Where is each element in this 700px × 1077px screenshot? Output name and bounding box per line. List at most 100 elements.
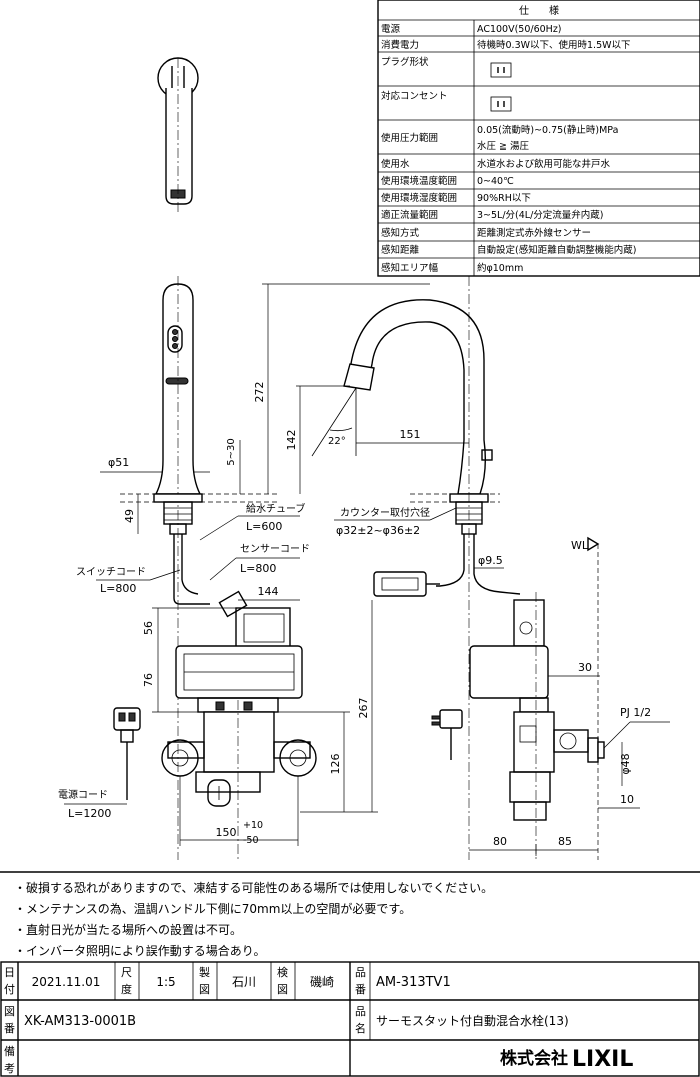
checked-label-1: 検 [277, 965, 288, 979]
dim-272: 272 [253, 382, 266, 403]
note-item: ・インバータ照明により誤作動する場合あり。 [14, 943, 266, 958]
spec-label: 使用圧力範囲 [381, 132, 438, 144]
dim-wl: WL [571, 539, 589, 552]
dim-80: 80 [493, 835, 507, 848]
dim-phi51: φ51 [108, 456, 129, 469]
note-item: ・破損する恐れがありますので、凍結する可能性のある場所では使用しないでください。 [14, 880, 493, 895]
dim-144: 144 [258, 585, 279, 598]
dim-142: 142 [285, 430, 298, 451]
spec-value: 0~40℃ [477, 176, 514, 187]
supply-tube-label: 給水チューブ [246, 502, 305, 515]
switch-cord-label: スイッチコード [76, 566, 146, 578]
front-view-faucet [120, 276, 280, 860]
dim-30: 30 [578, 661, 592, 674]
dim-phi48: φ48 [619, 753, 632, 774]
brand-logo: LIXIL [572, 1047, 633, 1072]
plug-shape-icon [490, 62, 512, 78]
spec-label: 使用環境温度範囲 [381, 175, 457, 187]
power-cord-label: 電源コード [58, 788, 108, 801]
dim-150-tol-minus: -50 [243, 835, 259, 846]
dim-angle: 22° [328, 436, 346, 447]
top-view [157, 57, 199, 214]
spec-label: 適正流量範囲 [381, 209, 438, 221]
drawing-no-value: XK-AM313-0001B [24, 1014, 136, 1029]
spec-value: 3~5L/分(4L/分定流量弁内蔵) [477, 209, 604, 221]
drawn-value: 石川 [232, 975, 256, 989]
supply-tube-length: L=600 [246, 520, 282, 533]
product-name-value: サーモスタット付自動混合水栓(13) [376, 1013, 569, 1028]
counter-hole-size: φ32±2~φ36±2 [336, 524, 420, 537]
dimensions: 272 142 151 22° φ51 5~30 49 56 76 144 26 [100, 283, 670, 856]
sensor-connector [373, 571, 440, 597]
callouts: 給水チューブ L=600 センサーコード L=800 スイッチコード L=800… [58, 502, 457, 820]
dim-85: 85 [558, 835, 572, 848]
spec-label: 使用水 [381, 158, 410, 170]
drawing-no-label-2: 番 [4, 1022, 15, 1035]
dim-151: 151 [400, 428, 421, 441]
spec-label: 消費電力 [381, 39, 419, 51]
date-label-2: 付 [4, 983, 15, 996]
title-block: 日 付 2021.11.01 尺 度 1:5 製 図 石川 検 図 磯崎 品 番… [0, 961, 700, 1077]
part-no-value: AM-313TV1 [376, 975, 451, 990]
remarks-label-2: 考 [4, 1062, 15, 1075]
dim-76: 76 [142, 673, 155, 687]
spec-value: 0.05(流動時)~0.75(静止時)MPa [477, 124, 618, 136]
side-control-box [431, 536, 605, 860]
date-label-1: 日 [4, 966, 15, 979]
part-no-label-1: 品 [355, 966, 366, 979]
checked-label-2: 図 [277, 983, 288, 996]
dim-phi9-5: φ9.5 [478, 554, 503, 567]
name-label-1: 品 [355, 1005, 366, 1018]
dim-5-30: 5~30 [226, 438, 237, 465]
note-item: ・直射日光が当たる場所への設置は不可。 [14, 922, 242, 937]
spec-value: 水道水および飲用可能な井戸水 [477, 158, 611, 170]
drawing-no-label-1: 図 [4, 1005, 15, 1018]
checked-value: 磯崎 [310, 975, 334, 989]
remarks-label-1: 備 [4, 1045, 15, 1058]
spec-label: 電源 [381, 24, 401, 35]
spec-label: 感知エリア幅 [381, 262, 439, 274]
spec-label: プラグ形状 [381, 56, 429, 68]
dim-126: 126 [329, 754, 342, 775]
spec-value: 自動設定(感知距離自動調整機能内蔵) [477, 244, 636, 256]
spec-label: 対応コンセント [381, 90, 448, 102]
note-item: ・メンテナンスの為、温調ハンドル下側に70mm以上の空間が必要です。 [14, 901, 411, 916]
control-box [161, 590, 317, 860]
spec-table-title: 仕 様 [519, 4, 559, 17]
spec-value: 距離測定式赤外線センサー [477, 227, 591, 239]
spec-value: 待機時0.3W以下、使用時1.5W以下 [477, 39, 631, 51]
spec-value: 90%RH以下 [477, 193, 531, 204]
drawn-label-2: 図 [199, 983, 210, 996]
scale-value: 1:5 [156, 975, 175, 989]
dim-10: 10 [620, 793, 634, 806]
power-cord-length: L=1200 [68, 807, 111, 820]
dim-pj: PJ 1/2 [620, 706, 651, 719]
spec-label: 感知方式 [381, 227, 420, 239]
dim-150: 150 [216, 826, 237, 839]
part-no-label-2: 番 [355, 983, 366, 996]
scale-label-2: 度 [121, 982, 132, 996]
drawn-label-1: 製 [199, 965, 210, 979]
dim-150-tol-plus: +10 [243, 820, 263, 831]
scale-label-1: 尺 [121, 966, 132, 979]
counter-hole-label: カウンター取付穴径 [340, 506, 430, 519]
spec-value: 約φ10mm [477, 262, 523, 274]
spec-table: 仕 様 電源 AC100V(50/60Hz) 消費電力 待機時0.3W以下、使用… [377, 0, 700, 277]
dim-267: 267 [357, 698, 370, 719]
spec-value: 水圧 ≧ 湯圧 [477, 140, 529, 152]
date-value: 2021.11.01 [32, 975, 101, 989]
dim-56: 56 [142, 621, 155, 635]
name-label-2: 名 [355, 1021, 366, 1035]
dim-49: 49 [123, 509, 136, 523]
side-view-faucet [311, 276, 521, 860]
spec-label: 感知距離 [381, 244, 420, 256]
spec-label: 使用環境湿度範囲 [381, 192, 457, 204]
outlet-shape-icon [490, 96, 512, 112]
spec-value: AC100V(50/60Hz) [477, 24, 562, 35]
sensor-cord-length: L=800 [240, 562, 276, 575]
sensor-cord-label: センサーコード [240, 543, 310, 555]
power-plug [113, 707, 141, 800]
switch-cord-length: L=800 [100, 582, 136, 595]
company-name: 株式会社 [500, 1048, 568, 1069]
